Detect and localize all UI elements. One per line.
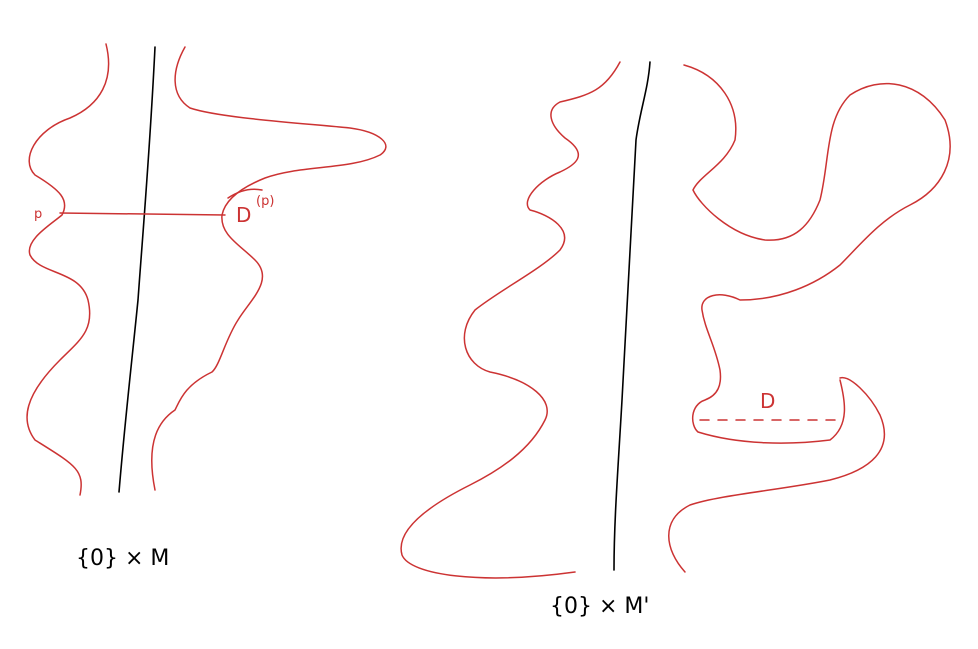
right-caption: {0} × M' [550,594,649,619]
left-boundary-curve-left [26,43,110,496]
right-panel: D {0} × M' [400,61,951,619]
right-boundary-curve-left [400,61,621,579]
right-disk-label: D [760,389,775,413]
left-caption: {0} × M [76,546,169,571]
right-boundary-lobe-lower [668,377,886,573]
left-disk-label: D [236,203,251,227]
left-point-label: p [34,207,42,222]
left-chord-line [59,212,226,216]
left-disk-arc [227,188,263,199]
left-boundary-curve-right [151,46,387,491]
left-axis-line [118,46,156,493]
left-panel: p D (p) {0} × M [26,43,387,571]
right-boundary-lobe-upper [683,64,951,444]
right-axis-line [613,61,651,571]
left-disk-superscript: (p) [256,194,274,209]
